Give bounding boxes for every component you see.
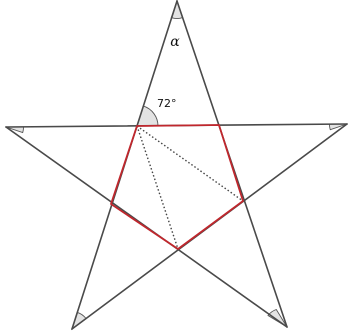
star-outline <box>5 0 348 330</box>
bottom-right-tip-angle-mark <box>267 308 288 328</box>
alpha-label: α <box>170 34 180 50</box>
diagonal-to-right-vertex <box>136 125 244 202</box>
diagonal-to-bottom-vertex <box>136 125 179 250</box>
angle-72-label: 72° <box>157 97 177 110</box>
dotted-diagonals <box>136 125 244 250</box>
inner-pentagon <box>110 124 244 250</box>
